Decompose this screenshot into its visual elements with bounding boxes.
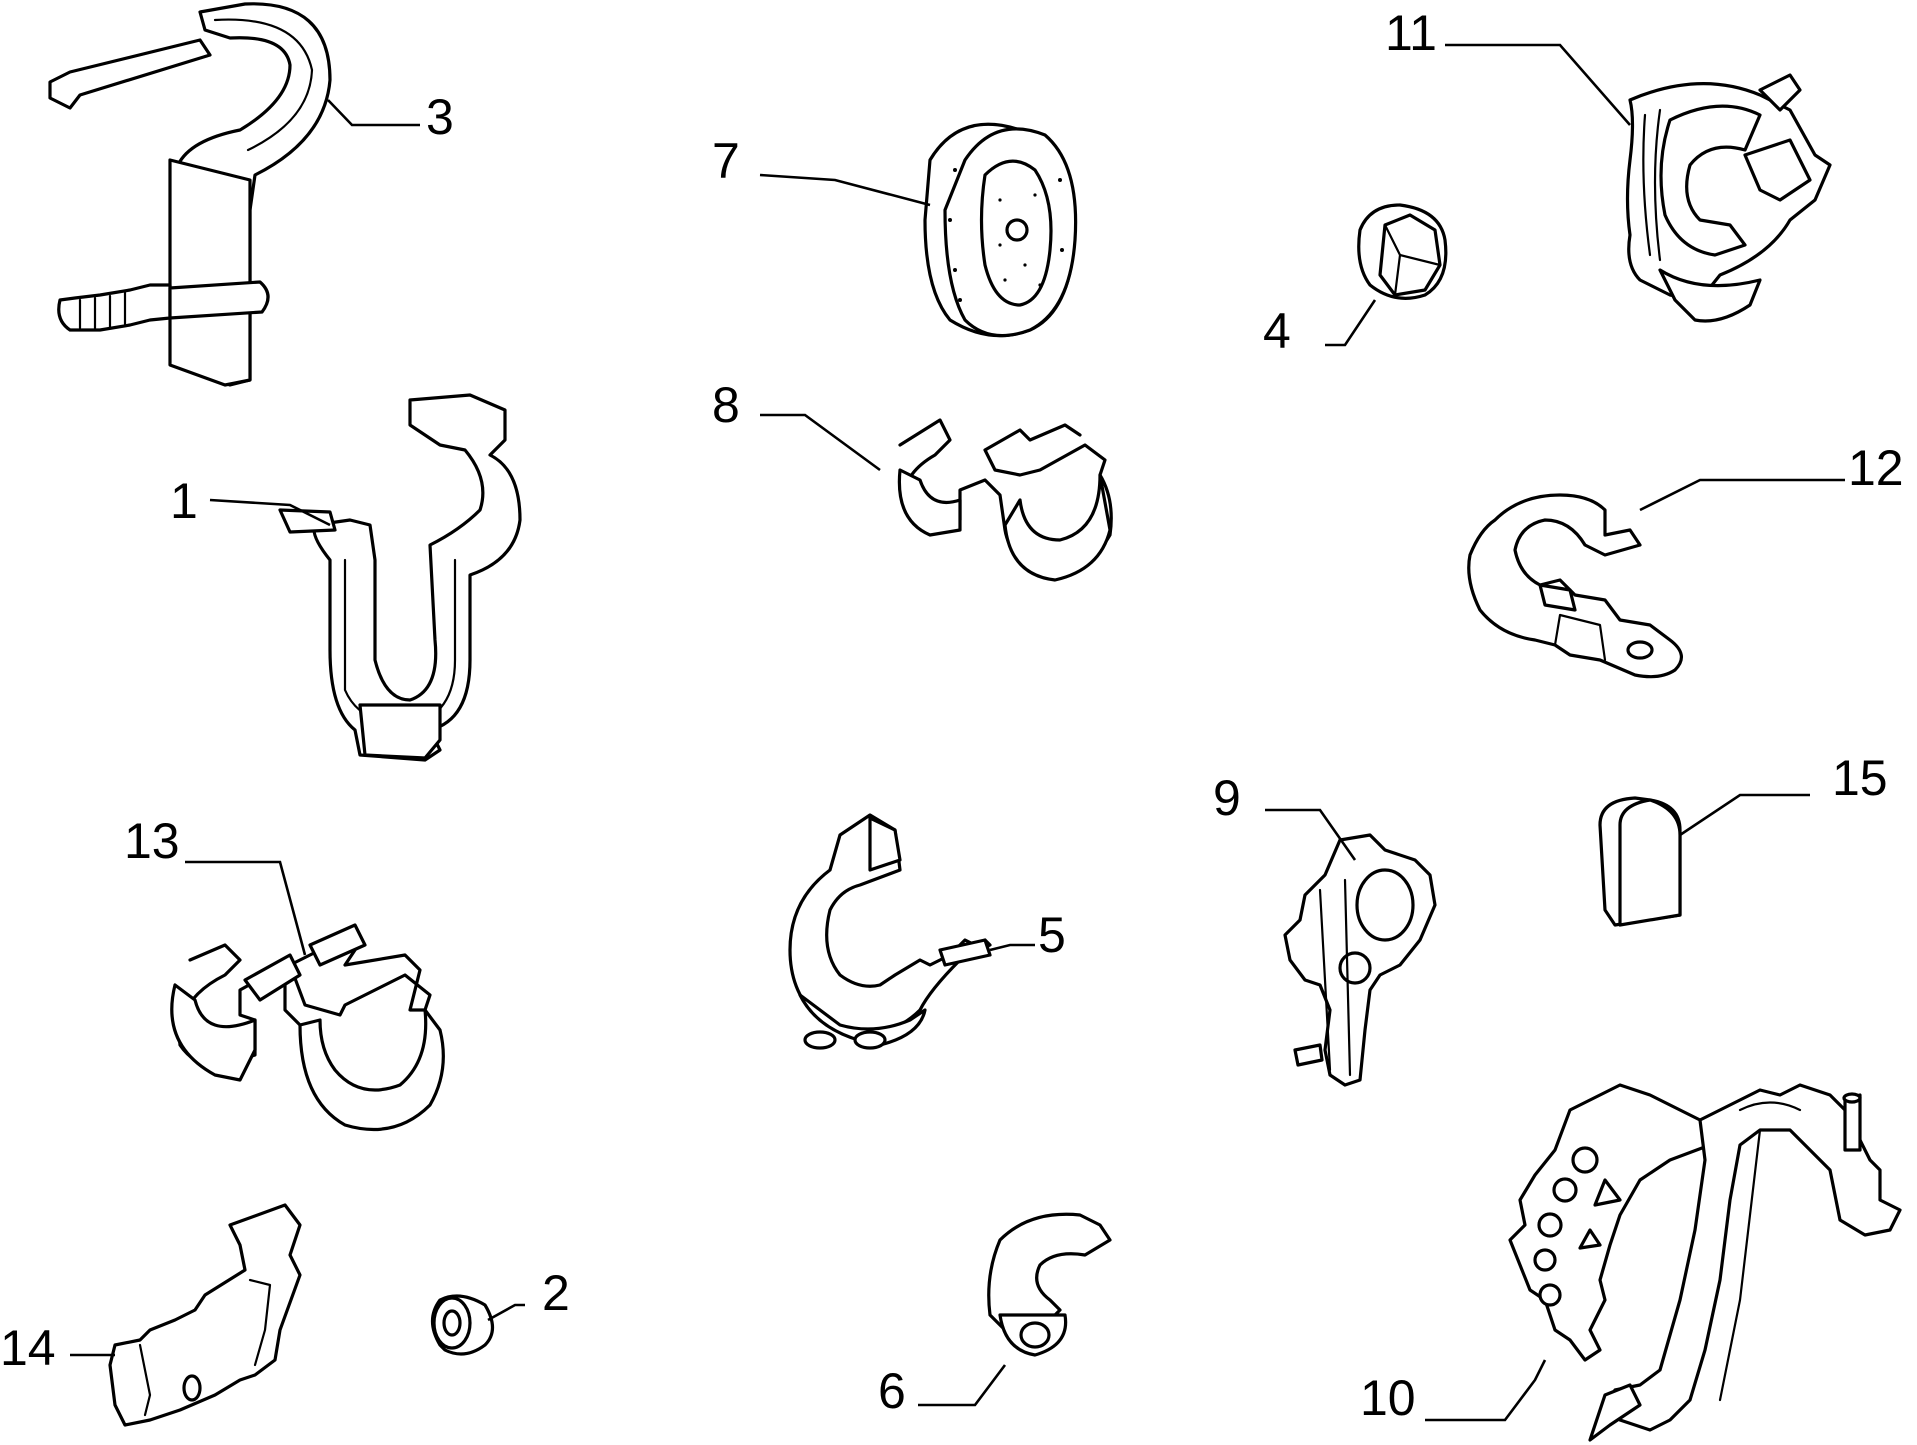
label-8: 8 <box>712 377 740 433</box>
part-8-clip <box>897 418 1113 582</box>
leader-lines <box>70 43 1845 1422</box>
leader-12 <box>1639 478 1845 512</box>
part-6-clip <box>987 1212 1112 1357</box>
leader-7 <box>759 173 931 207</box>
leader-10 <box>1425 1359 1547 1422</box>
leader-11 <box>1445 43 1631 126</box>
part-11-clip <box>1625 73 1832 323</box>
label-15: 15 <box>1832 750 1888 806</box>
leader-2 <box>487 1303 525 1322</box>
label-3: 3 <box>426 89 454 145</box>
label-1: 1 <box>170 473 198 529</box>
label-6: 6 <box>878 1363 906 1419</box>
part-13-clip <box>170 923 445 1132</box>
label-4: 4 <box>1263 303 1291 359</box>
part-12-clip <box>1467 493 1683 679</box>
part-labels: 3 1 13 14 2 7 8 5 6 4 11 12 9 15 10 <box>0 5 1904 1426</box>
label-13: 13 <box>124 813 180 869</box>
leader-3 <box>327 99 420 127</box>
part-14-bracket <box>108 1203 302 1427</box>
part-15-cap <box>1598 796 1682 927</box>
leader-13 <box>185 860 307 956</box>
part-5-clip <box>788 813 992 1050</box>
leader-15 <box>1679 793 1810 837</box>
label-10: 10 <box>1360 1370 1416 1426</box>
label-2: 2 <box>542 1265 570 1321</box>
label-12: 12 <box>1848 440 1904 496</box>
label-14: 14 <box>0 1320 56 1376</box>
label-11: 11 <box>1385 5 1437 61</box>
leader-8 <box>760 413 881 472</box>
part-9-bracket <box>1283 833 1437 1087</box>
leader-6 <box>918 1364 1007 1407</box>
label-9: 9 <box>1213 770 1241 826</box>
leader-4 <box>1325 299 1377 347</box>
leader-9 <box>1265 808 1357 861</box>
label-5: 5 <box>1038 907 1066 963</box>
label-7: 7 <box>712 133 740 189</box>
part-3-clip <box>48 2 332 387</box>
part-2-bushing <box>430 1294 495 1356</box>
part-4-cap <box>1357 203 1448 300</box>
leader-5 <box>989 943 1035 952</box>
part-7-grommet <box>923 122 1078 338</box>
part-1-clip <box>278 393 522 762</box>
part-10-bracket <box>1508 1083 1902 1442</box>
leader-1 <box>209 498 331 527</box>
